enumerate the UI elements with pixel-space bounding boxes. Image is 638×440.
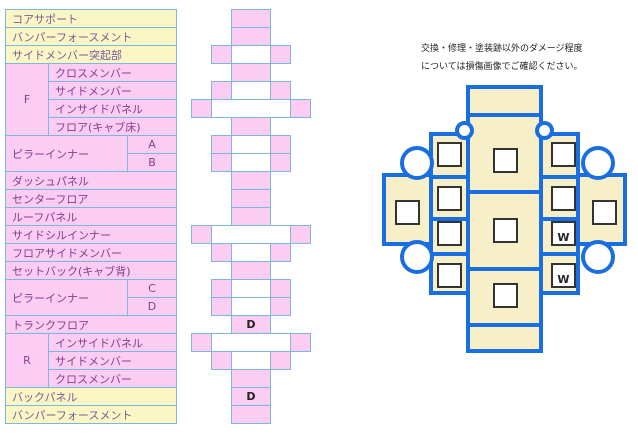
diagram-cell (231, 297, 271, 316)
diagram-cell (211, 45, 232, 64)
diagram-cell (211, 351, 232, 370)
diagram-cell (231, 27, 271, 46)
pillar-sub-label: B (127, 153, 177, 172)
diagram-cell (211, 81, 232, 100)
diagram-cell (211, 99, 291, 118)
diagram-cell (231, 171, 271, 190)
diagram-cell (270, 81, 291, 100)
check-box-w[interactable]: W (551, 221, 576, 246)
circle-icon (535, 121, 554, 140)
check-box[interactable] (437, 263, 462, 288)
check-box[interactable] (437, 186, 462, 211)
pillar-inner-front-label: ピラーインナー (5, 135, 128, 172)
diagram-cell (231, 243, 271, 262)
table-row-label: クロスメンバー (48, 63, 177, 82)
diagram-cell: D (231, 315, 271, 334)
pillar-sub-label: A (127, 135, 177, 154)
note-line-1: 交換・修理・塗装跡以外のダメージ程度 (421, 44, 583, 54)
table-row-label: クロスメンバー (48, 369, 177, 388)
diagram-cell (290, 225, 311, 244)
check-box[interactable] (493, 148, 518, 173)
diagram-cell (231, 9, 271, 28)
diagram-cell (231, 207, 271, 226)
table-row-label: インサイドパネル (48, 99, 177, 118)
table-row-label: トランクフロア (5, 315, 177, 334)
diagram-cell (231, 81, 271, 100)
table-row-label: サイドメンバー突起部 (5, 45, 177, 64)
circle-icon (581, 240, 615, 274)
group-r-label: R (5, 333, 49, 388)
diagram-cell (191, 99, 212, 118)
table-row-label: バンパーフォースメント (5, 27, 177, 46)
table-row-label: フロア(キャブ床) (48, 117, 177, 136)
diagram-cell (231, 405, 271, 424)
check-box[interactable] (493, 218, 518, 243)
table-row-label: バックパネル (5, 387, 177, 406)
diagram-cell (270, 243, 291, 262)
diagram-cell (191, 225, 212, 244)
check-box[interactable] (437, 221, 462, 246)
diagram-cell (231, 45, 271, 64)
check-box[interactable] (592, 200, 617, 225)
center-panel-3 (466, 267, 543, 327)
group-f-label: F (5, 63, 49, 136)
diagram-cell (211, 225, 291, 244)
diagram-cell (211, 243, 232, 262)
diagram-cell (211, 333, 291, 352)
diagram-cell (270, 351, 291, 370)
check-box[interactable] (395, 200, 420, 225)
table-row-label: インサイドパネル (48, 333, 177, 352)
diagram-cell (270, 135, 291, 154)
diagram-cell (231, 261, 271, 280)
table-row-label: サイドメンバー (48, 351, 177, 370)
diagram-cell (231, 189, 271, 208)
diagram-cell (290, 99, 311, 118)
table-row-label: サイドメンバー (48, 81, 177, 100)
pillar-sub-label: C (127, 279, 177, 298)
check-box[interactable] (551, 186, 576, 211)
diagram-cell (270, 153, 291, 172)
table-row-label: サイドシルインナー (5, 225, 177, 244)
diagram-cell (231, 369, 271, 388)
check-box-w[interactable]: W (551, 263, 576, 288)
diagram-cell (191, 333, 212, 352)
diagram-cell (270, 297, 291, 316)
diagram-cell (231, 135, 271, 154)
table-row-label: セットバック(キャブ背) (5, 261, 177, 280)
diagram-cell (231, 351, 271, 370)
check-box[interactable] (551, 142, 576, 167)
circle-icon (455, 121, 474, 140)
table-row-label: ダッシュパネル (5, 171, 177, 190)
rear-panel (466, 323, 543, 353)
table-row-label: フロアサイドメンバー (5, 243, 177, 262)
note-line-2: については損傷画像でご確認ください。 (421, 62, 583, 72)
diagram-cell (231, 117, 271, 136)
diagram-cell (231, 153, 271, 172)
diagram-cell (270, 279, 291, 298)
table-row-label: ルーフパネル (5, 207, 177, 226)
pillar-inner-rear-label: ピラーインナー (5, 279, 128, 316)
circle-icon (581, 146, 615, 180)
check-box[interactable] (493, 283, 518, 308)
circle-icon (400, 240, 434, 274)
circle-icon (400, 146, 434, 180)
check-box[interactable] (437, 142, 462, 167)
pillar-sub-label: D (127, 297, 177, 316)
diagram-cell (211, 279, 232, 298)
diagram-cell (211, 135, 232, 154)
diagram-cell (211, 153, 232, 172)
diagram-cell (211, 297, 232, 316)
diagram-cell (290, 333, 311, 352)
table-row-label: コアサポート (5, 9, 177, 28)
diagram-cell (270, 45, 291, 64)
table-row-label: バンパーフォースメント (5, 405, 177, 424)
diagram-cell: D (231, 387, 271, 406)
diagram-cell (231, 279, 271, 298)
table-row-label: センターフロア (5, 189, 177, 208)
front-panel (466, 85, 543, 117)
diagram-cell (231, 63, 271, 82)
